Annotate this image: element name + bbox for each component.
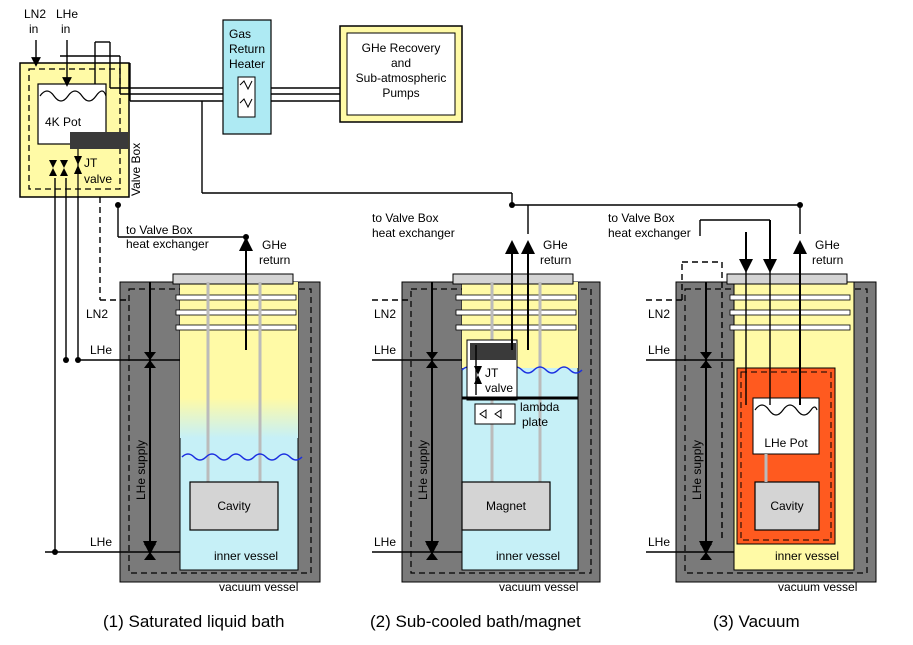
p1-caption: (1) Saturated liquid bath [103, 612, 284, 631]
four-k-pot-label: 4K Pot [45, 115, 82, 129]
p2-ghe-label-2: return [540, 253, 571, 267]
recovery-label-3: Sub-atmospheric [356, 71, 447, 85]
p3-hx-label-1: to Valve Box [608, 211, 674, 225]
p1-hx-label-2: heat exchanger [126, 237, 209, 251]
p2-hx-label-1: to Valve Box [372, 211, 438, 225]
p2-ln2-label: LN2 [374, 307, 396, 321]
gas-return-heater: Gas Return Heater [222, 19, 272, 135]
p2-lhe-bottom-label: LHe [374, 535, 396, 549]
p3-ln2-label: LN2 [648, 307, 670, 321]
p2-lhe-top-label: LHe [374, 343, 396, 357]
p3-vacuum-label: vacuum vessel [778, 580, 857, 594]
p2-ghe-label-1: GHe [543, 238, 568, 252]
p1-lhe-bottom-label: LHe [90, 535, 112, 549]
ghe-recovery-box: GHe Recovery and Sub-atmospheric Pumps [339, 25, 463, 123]
ln2-in-label-2: in [29, 22, 38, 36]
recovery-label-1: GHe Recovery [362, 41, 441, 55]
p2-caption: (2) Sub-cooled bath/magnet [370, 612, 581, 631]
valve-box-title: Valve Box [129, 143, 143, 196]
ln2-in-label: LN2 [24, 7, 46, 21]
p2-lambda-label-1: lambda [520, 400, 560, 414]
p3-pot-label: LHe Pot [764, 436, 808, 450]
panel-3-vacuum: LHe Pot Cavity to Valve Box heat exchang… [608, 202, 877, 631]
magnet-label: Magnet [486, 499, 527, 513]
cavity-label: Cavity [217, 499, 250, 513]
heat-exchanger-block [70, 132, 128, 149]
heater-label-1: Gas [229, 27, 251, 41]
p3-supply-label: LHe supply [690, 440, 704, 500]
p3-inner-label: inner vessel [775, 549, 839, 563]
p3-ghe-label-2: return [812, 253, 843, 267]
p1-inner-label: inner vessel [214, 549, 278, 563]
p1-ghe-label-1: GHe [262, 238, 287, 252]
p2-jt-label-1: JT [485, 366, 499, 380]
lhe-in-label: LHe [56, 7, 78, 21]
p1-ln2-label: LN2 [86, 307, 108, 321]
p3-lhe-bottom-label: LHe [648, 535, 670, 549]
p2-lambda-label-2: plate [522, 415, 548, 429]
p3-cavity-label: Cavity [770, 499, 803, 513]
panel-2-subcooled-magnet: Magnet to Valve Box heat exchanger GHe r… [370, 202, 601, 631]
heater-label-3: Heater [229, 57, 265, 71]
recovery-label-2: and [391, 56, 411, 70]
p3-lhe-top-label: LHe [648, 343, 670, 357]
p2-supply-label: LHe supply [416, 440, 430, 500]
p3-caption: (3) Vacuum [713, 612, 800, 631]
pot-liquid-level [39, 90, 107, 102]
p1-ghe-label-2: return [259, 253, 290, 267]
p2-jt-label-2: valve [485, 381, 513, 395]
p2-vacuum-label: vacuum vessel [499, 580, 578, 594]
jt-valve-label-2: valve [84, 172, 112, 186]
valve-box-shield [28, 68, 121, 190]
lhe-in-label-2: in [61, 22, 70, 36]
p3-ghe-label-1: GHe [815, 238, 840, 252]
panel-1-saturated-bath: Cavity to Valve Box heat exchanger GHe r… [45, 178, 321, 631]
p1-supply-label: LHe supply [134, 440, 148, 500]
p2-hx-label-2: heat exchanger [372, 226, 455, 240]
p1-lhe-top-label: LHe [90, 343, 112, 357]
valve-box: LN2 in LHe in 4K Pot JT valve Valve Box [19, 7, 143, 198]
heater-label-2: Return [229, 42, 265, 56]
p3-hx-label-2: heat exchanger [608, 226, 691, 240]
p1-hx-label-1: to Valve Box [126, 223, 192, 237]
recovery-label-4: Pumps [382, 86, 419, 100]
p2-inner-label: inner vessel [496, 549, 560, 563]
p1-vacuum-label: vacuum vessel [219, 580, 298, 594]
jt-valve-label: JT [84, 156, 98, 170]
